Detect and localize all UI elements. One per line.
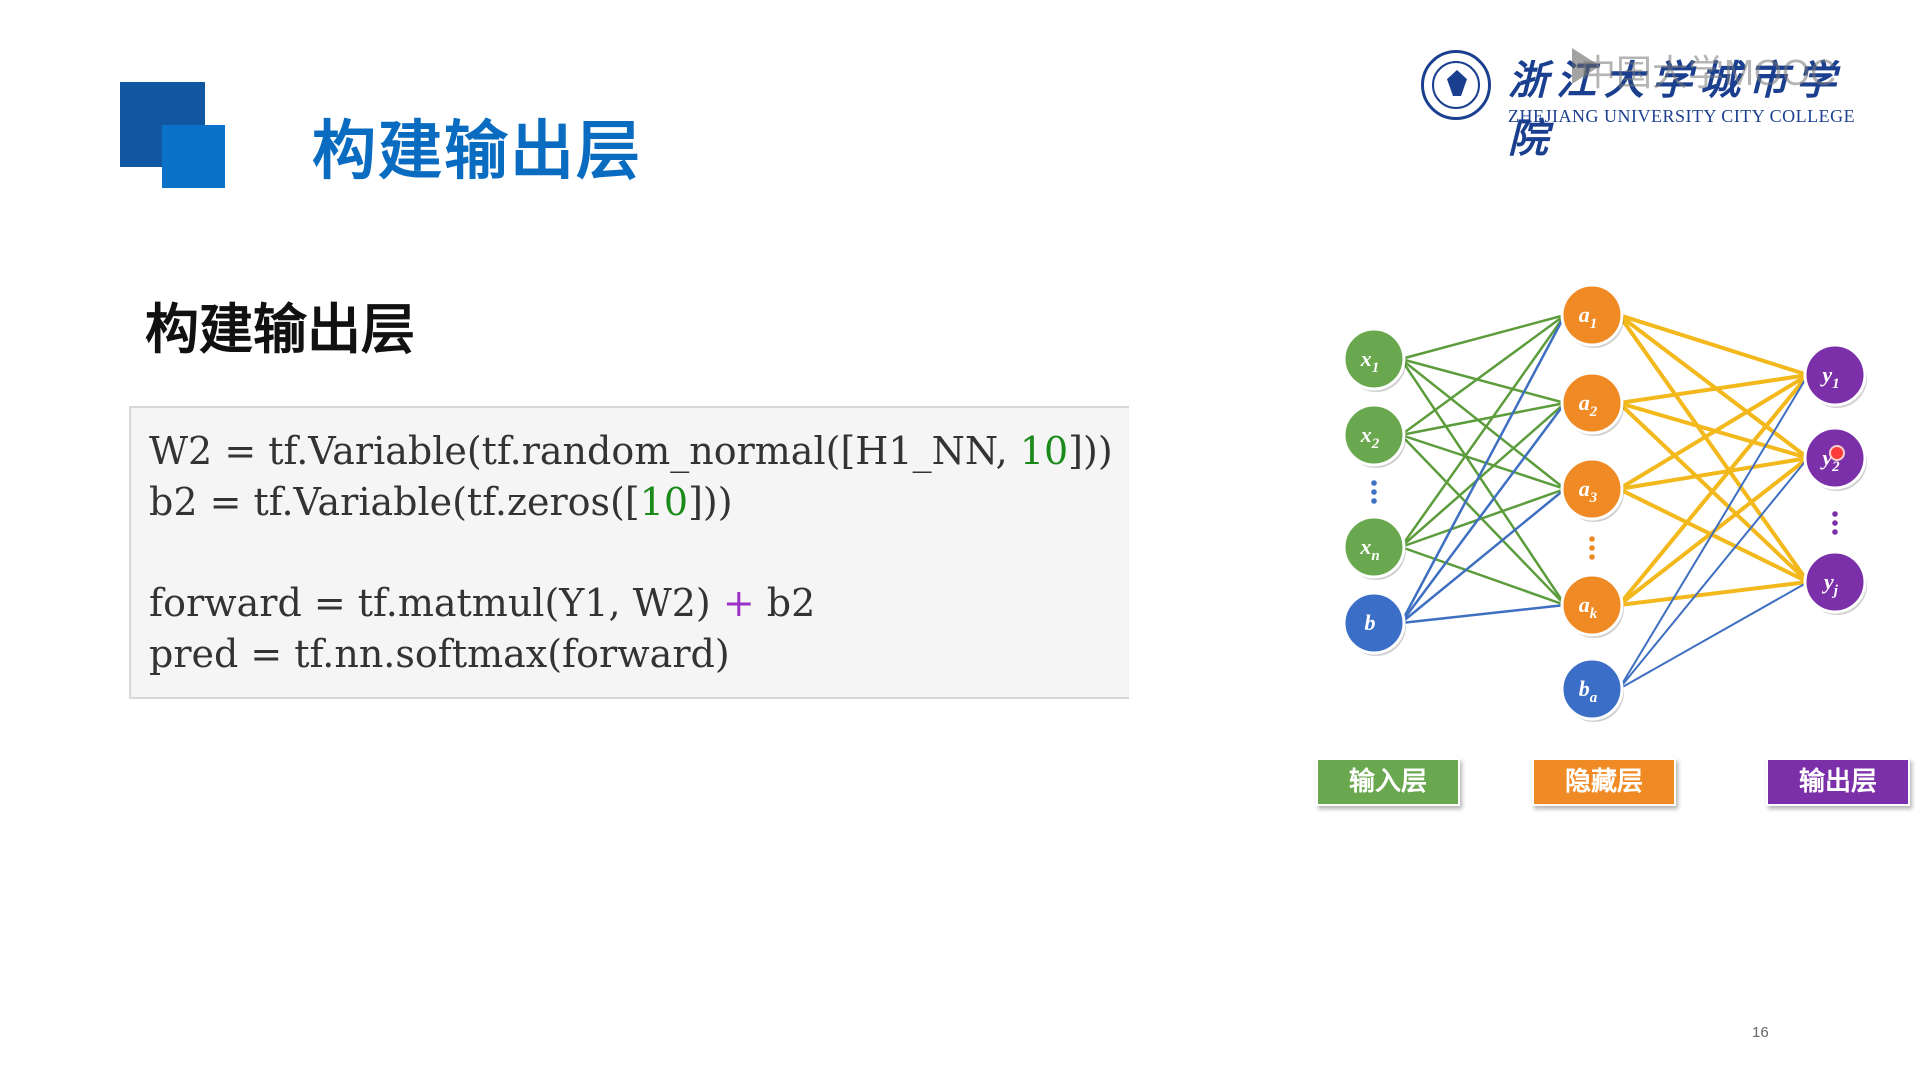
- input-node-x2: x2: [1342, 403, 1406, 468]
- edge-hidden-output: [1617, 313, 1810, 584]
- svg-text:b: b: [1365, 610, 1376, 635]
- edge-input-hidden: [1399, 314, 1567, 548]
- input-node-b: b: [1342, 591, 1406, 656]
- hidden-ellipsis-icon: [1589, 536, 1595, 560]
- input-ellipsis-icon: [1371, 480, 1377, 504]
- edge-input-hidden: [1399, 402, 1567, 624]
- edge-input-hidden: [1400, 487, 1566, 549]
- hidden-layer-label: 隐藏层: [1532, 758, 1676, 806]
- edge-input-hidden: [1399, 314, 1567, 624]
- edge-hidden-output: [1618, 373, 1809, 405]
- edge-hidden-output: [1617, 373, 1810, 607]
- edge-hidden-output: [1618, 374, 1809, 690]
- code-line-w2: W2 = tf.Variable(tf.random_normal([H1_NN…: [149, 429, 1113, 473]
- edge-input-hidden: [1400, 545, 1566, 607]
- mooc-play-icon: [1572, 48, 1600, 84]
- output-node-yj: yj: [1803, 550, 1867, 615]
- logo-english-name: ZHEJIANG UNIVERSITY CITY COLLEGE: [1508, 106, 1856, 126]
- university-logo: 浙江大学城市学院 ZHEJIANG UNIVERSITY CITY COLLEG…: [1418, 48, 1868, 162]
- hidden-node-a3: a3: [1560, 457, 1624, 522]
- edge-input-hidden: [1400, 401, 1566, 437]
- edge-hidden-output: [1618, 580, 1809, 607]
- edge-hidden-output: [1617, 313, 1810, 460]
- hidden-node-ak: ak: [1560, 573, 1624, 638]
- edge-input-hidden: [1400, 358, 1566, 490]
- edge-input-hidden: [1400, 402, 1566, 548]
- edge-hidden-output: [1617, 373, 1810, 491]
- hidden-node-a2: a2: [1560, 371, 1624, 436]
- edge-input-hidden: [1400, 603, 1566, 625]
- university-seal-icon: [1421, 50, 1491, 120]
- output-node-y1: y1: [1803, 343, 1867, 408]
- output-layer-label: 输出层: [1766, 758, 1910, 806]
- slide-title: 构建输出层: [312, 115, 642, 189]
- edge-hidden-output: [1618, 456, 1809, 491]
- edge-input-hidden: [1400, 488, 1566, 624]
- title-decoration-light-square: [162, 125, 225, 188]
- edge-input-hidden: [1400, 357, 1566, 405]
- output-ellipsis-icon: [1832, 511, 1838, 535]
- edge-hidden-output: [1618, 457, 1809, 690]
- page-number: 16: [1752, 1024, 1769, 1041]
- code-line-pred: pred = tf.nn.softmax(forward): [149, 632, 730, 676]
- code-line-b2: b2 = tf.Variable(tf.zeros([10])): [149, 480, 733, 524]
- edge-input-hidden: [1400, 313, 1566, 437]
- edge-input-hidden: [1400, 433, 1566, 491]
- code-block: W2 = tf.Variable(tf.random_normal([H1_NN…: [129, 406, 1129, 699]
- section-heading: 构建输出层: [145, 298, 415, 361]
- hidden-node-a1: a1: [1560, 283, 1624, 348]
- code-line-forward: forward = tf.matmul(Y1, W2) + b2: [149, 581, 816, 625]
- edge-input-hidden: [1399, 358, 1567, 606]
- input-node-x1: x1: [1342, 327, 1406, 392]
- mooc-watermark: 中国大学MOOC: [1580, 52, 1836, 93]
- input-layer-label: 输入层: [1316, 758, 1460, 806]
- logo-chinese-name: 浙江大学城市学院: [1508, 57, 1844, 162]
- edge-hidden-output: [1618, 313, 1809, 377]
- edge-input-hidden: [1400, 434, 1566, 606]
- pointer-cursor-icon: [1829, 445, 1845, 461]
- edge-input-hidden: [1400, 313, 1566, 361]
- input-node-xn: xn: [1342, 515, 1406, 580]
- edge-hidden-output: [1618, 487, 1809, 584]
- hidden-node-ba: ba: [1560, 657, 1624, 722]
- edge-hidden-output: [1618, 581, 1809, 690]
